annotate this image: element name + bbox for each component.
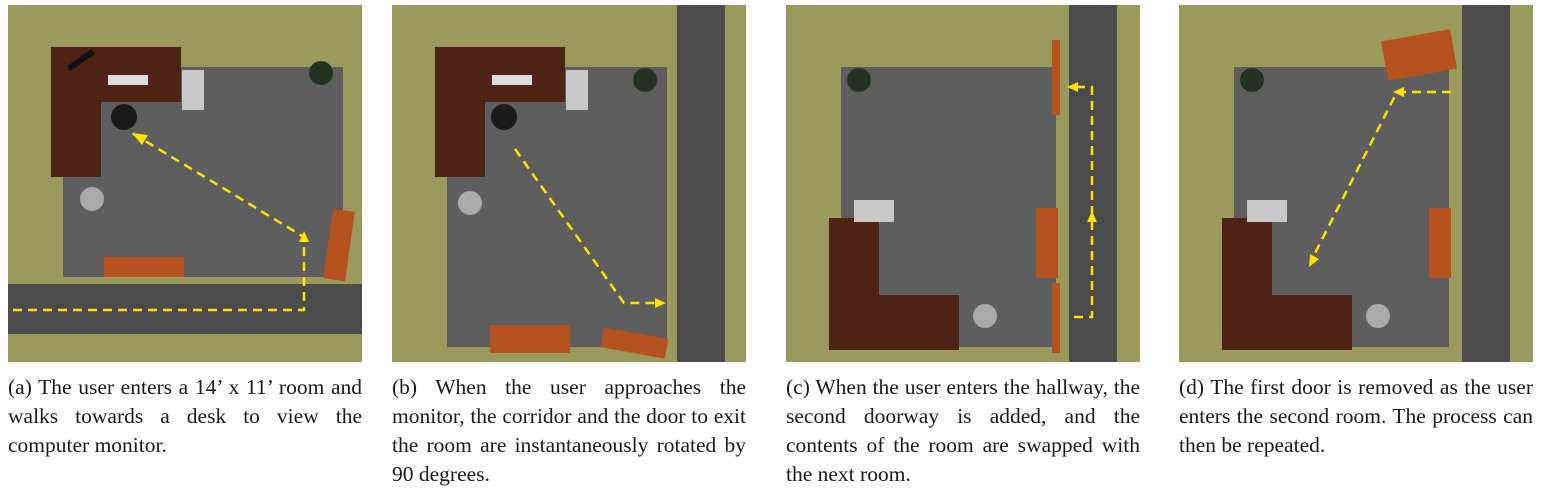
scene-b — [392, 5, 746, 362]
corridor — [1462, 5, 1510, 362]
office-chair — [491, 104, 517, 130]
path-arrow-up — [1087, 211, 1097, 222]
door-top — [1052, 40, 1060, 115]
path-arrow — [1309, 254, 1319, 267]
door-bench — [490, 325, 570, 353]
cabinet — [1247, 200, 1287, 222]
office-chair — [111, 104, 137, 130]
caption-b: (b) When the user approaches the monitor… — [392, 375, 746, 486]
desk-return — [435, 47, 485, 177]
path-arrow-left — [1393, 87, 1404, 97]
caption-c: (c) When the user enters the hallway, th… — [786, 375, 1140, 486]
path-arrow-up — [299, 231, 309, 242]
plant — [309, 61, 333, 85]
cabinet — [566, 70, 588, 110]
trash-bin — [973, 304, 997, 328]
plant — [633, 68, 657, 92]
door-right — [323, 208, 355, 282]
scene-d — [1179, 5, 1533, 362]
desk-return — [1222, 295, 1352, 350]
trash-bin — [1366, 304, 1390, 328]
path-arrow — [655, 298, 666, 308]
desk-return — [829, 295, 959, 350]
door-second — [1052, 283, 1060, 353]
scene-a — [8, 5, 362, 362]
scene-c — [786, 5, 1140, 362]
door-bottom — [600, 327, 669, 359]
door-removed — [1381, 29, 1457, 81]
desk-return — [51, 47, 101, 177]
plant — [847, 68, 871, 92]
door-right-bench — [1036, 208, 1058, 278]
path-arrow — [132, 133, 148, 145]
cabinet — [182, 70, 204, 110]
cabinet — [854, 200, 894, 222]
caption-a: (a) The user enters a 14’ x 11’ room and… — [8, 375, 362, 457]
keyboard — [108, 75, 148, 85]
caption-d: (d) The first door is removed as the use… — [1179, 375, 1533, 457]
path-arrow — [1067, 82, 1078, 92]
door-right-bench — [1429, 208, 1451, 278]
trash-bin — [80, 187, 104, 211]
walking-path — [1071, 85, 1094, 319]
keyboard — [492, 75, 532, 85]
corridor — [677, 5, 725, 362]
trash-bin — [458, 191, 482, 215]
door-bench — [104, 257, 184, 277]
plant — [1240, 68, 1264, 92]
monitor — [66, 48, 96, 72]
walking-path — [513, 148, 662, 305]
